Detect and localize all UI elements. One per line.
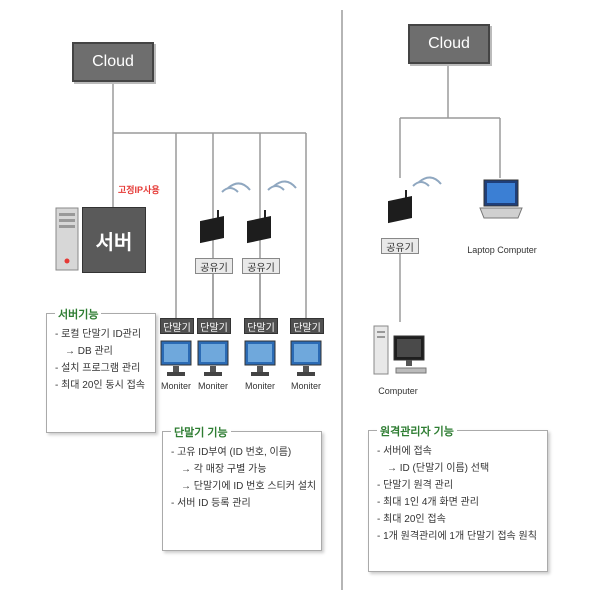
laptop-caption: Laptop Computer	[467, 245, 537, 255]
panel-item: - 서버에 접속	[377, 446, 432, 457]
panel-item: - 단말기 원격 관리	[377, 480, 454, 491]
terminal-tag: 단말기	[244, 318, 278, 334]
router-label: 공유기	[381, 238, 419, 254]
server-box: 서버	[82, 207, 146, 273]
panel-item: → DB 관리	[65, 346, 113, 357]
server-tower-icon	[55, 207, 79, 271]
desktop-computer-icon	[372, 322, 428, 382]
laptop-icon	[478, 178, 524, 226]
monitor-caption: Moniter	[244, 381, 275, 391]
static-ip-label: 고정IP사용	[118, 185, 160, 195]
monitor-caption: Moniter	[160, 381, 191, 391]
server-feature-panel: 서버기능 - 로컬 단말기 ID관리 → DB 관리 - 설치 프로그램 관리 …	[46, 306, 156, 433]
terminal-tag: 단말기	[160, 318, 194, 334]
router-icon	[384, 188, 416, 228]
remote-admin-panel: 원격관리자 기능 - 서버에 접속 → ID (단말기 이름) 선택 - 단말기…	[368, 423, 548, 572]
monitor-icon	[160, 340, 192, 378]
monitor-icon	[197, 340, 229, 378]
panel-item: - 최대 20인 동시 접속	[55, 380, 145, 391]
monitor-caption: Moniter	[290, 381, 321, 391]
right-cloud-box: Cloud	[408, 24, 490, 64]
server-feature-title: 서버기능	[55, 306, 102, 322]
panel-item: - 1개 원격관리에 1개 단말기 접속 원칙	[377, 531, 537, 542]
monitor-caption: Moniter	[197, 381, 228, 391]
panel-item: → 단말기에 ID 번호 스티커 설치	[181, 481, 317, 492]
router-label: 공유기	[195, 258, 233, 274]
terminal-feature-panel: 단말기 기능 - 고유 ID부여 (ID 번호, 이름) → 각 매장 구별 가…	[162, 424, 322, 551]
router-label: 공유기	[242, 258, 280, 274]
remote-admin-title: 원격관리자 기능	[377, 423, 457, 439]
panel-item: - 최대 20인 접속	[377, 514, 446, 525]
monitor-icon	[244, 340, 276, 378]
panel-item: - 로컬 단말기 ID관리	[55, 329, 142, 340]
panel-item: - 설치 프로그램 관리	[55, 363, 141, 374]
router-icon	[196, 208, 228, 248]
terminal-tag: 단말기	[197, 318, 231, 334]
terminal-tag: 단말기	[290, 318, 324, 334]
panel-item: - 고유 ID부여 (ID 번호, 이름)	[171, 447, 292, 458]
panel-item: → ID (단말기 이름) 선택	[387, 463, 490, 474]
terminal-feature-title: 단말기 기능	[171, 424, 231, 440]
router-icon	[243, 208, 275, 248]
panel-item: → 각 매장 구별 가능	[181, 464, 267, 475]
panel-item: - 서버 ID 등록 관리	[171, 498, 251, 509]
panel-item: - 최대 1인 4개 화면 관리	[377, 497, 479, 508]
monitor-icon	[290, 340, 322, 378]
computer-caption: Computer	[378, 386, 418, 396]
left-cloud-box: Cloud	[72, 42, 154, 82]
